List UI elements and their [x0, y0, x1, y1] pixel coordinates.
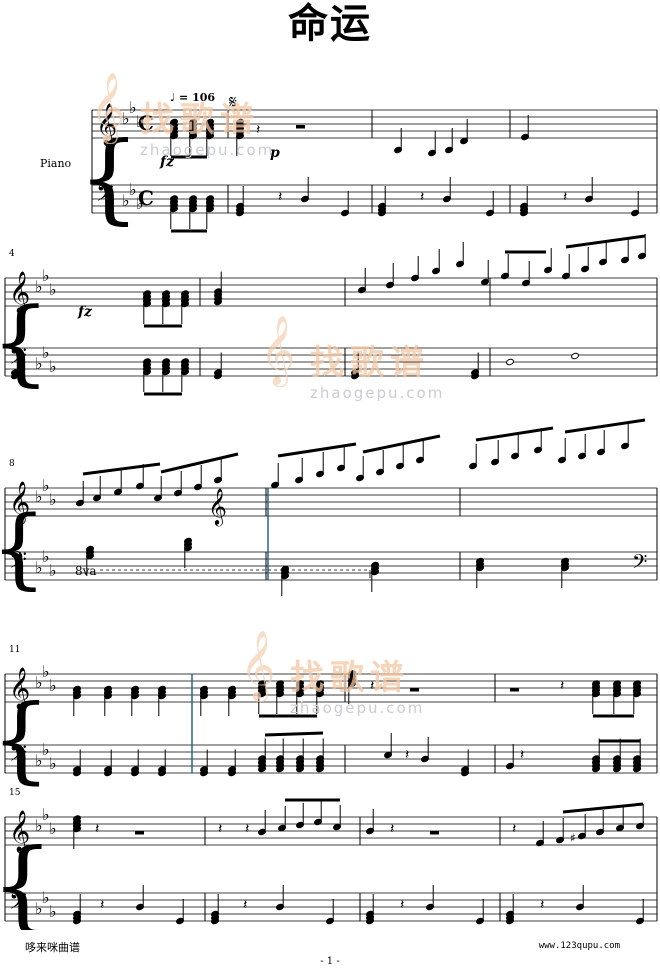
flat-accidental: ♭: [35, 751, 43, 770]
treble-clef-icon: 𝄞: [208, 487, 227, 526]
flat-accidental: ♭: [42, 343, 50, 362]
beam: [475, 426, 554, 442]
flat-accidental: ♭: [42, 547, 50, 566]
half-rest: [410, 688, 419, 692]
flat-accidental: ♭: [122, 191, 130, 210]
brace-symbol: {: [78, 121, 140, 235]
beam: [160, 452, 239, 474]
flat-accidental: ♭: [49, 819, 57, 838]
treble-clef-icon: 𝄞: [9, 271, 30, 314]
time-signature: C: [138, 186, 154, 210]
rest-symbol: 𝄽: [512, 821, 516, 837]
flat-accidental: ♭: [42, 662, 50, 681]
flat-accidental: ♭: [42, 266, 50, 285]
rest-symbol: 𝄽: [420, 189, 424, 205]
bass-clef-icon: 𝄢: [96, 179, 114, 212]
flat-accidental: ♭: [35, 354, 43, 373]
bass-clef-icon: 𝄢: [632, 550, 647, 578]
flat-accidental: ♭: [129, 98, 137, 117]
measure-number: 15: [9, 788, 21, 798]
flat-accidental: ♭: [49, 754, 57, 773]
rest-symbol: 𝄽: [100, 897, 104, 913]
half-rest: [430, 831, 439, 835]
flat-accidental: ♭: [136, 194, 144, 213]
flat-accidental: ♭: [35, 899, 43, 918]
beam: [562, 802, 644, 814]
dynamic-marking: fz: [77, 304, 93, 320]
note-head: [571, 352, 579, 360]
rest-symbol: 𝄽: [370, 678, 374, 694]
flat-accidental: ♭: [42, 805, 50, 824]
flat-accidental: ♭: [49, 357, 57, 376]
measure-number: 4: [9, 249, 15, 259]
flat-accidental: ♭: [122, 109, 130, 128]
note-head: [506, 358, 514, 366]
flat-accidental: ♭: [42, 740, 50, 759]
brace-symbol: {: [0, 685, 51, 794]
bass-clef-icon: 𝄢: [9, 546, 27, 579]
beam: [362, 434, 441, 454]
bass-clef-icon: 𝄢: [9, 887, 27, 920]
footer-url: www.123qupu.com: [538, 941, 620, 951]
time-signature: C: [138, 111, 154, 135]
flat-accidental: ♭: [35, 558, 43, 577]
flat-accidental: ♭: [49, 280, 57, 299]
flat-accidental: ♭: [35, 816, 43, 835]
flat-accidental: ♭: [49, 561, 57, 580]
treble-clef-icon: 𝄞: [96, 103, 117, 146]
half-rest: [510, 688, 519, 692]
flat-accidental: ♭: [35, 277, 43, 296]
tempo-marking: ♩ = 106: [170, 91, 215, 104]
rest-symbol: 𝄽: [520, 747, 524, 763]
beam: [82, 462, 161, 476]
rest-symbol: 𝄽: [563, 189, 567, 205]
measure-number: 8: [9, 459, 15, 469]
flat-accidental: ♭: [49, 490, 57, 509]
rest-symbol: 𝄽: [245, 821, 249, 837]
rest-symbol: 𝄽: [405, 747, 409, 763]
flat-accidental: ♭: [35, 487, 43, 506]
footer-source: 哆来咪曲谱: [25, 941, 80, 954]
rest-symbol: 𝄽: [218, 821, 222, 837]
treble-clef-icon: 𝄞: [9, 667, 30, 710]
flat-accidental: ♭: [42, 888, 50, 907]
ottava-marking: 8va: [75, 564, 97, 578]
brace-symbol: {: [0, 288, 50, 396]
instrument-label: Piano: [40, 157, 72, 170]
score-title: 命运: [288, 1, 372, 47]
rest-symbol: 𝄽: [278, 189, 282, 205]
segno-icon: 𝄋: [229, 92, 237, 113]
flat-accidental: ♭: [129, 180, 137, 199]
measure-number: 11: [9, 645, 20, 655]
treble-clef-icon: 𝄞: [9, 810, 30, 853]
sharp-accidental: ♯: [570, 831, 576, 845]
rest-symbol: 𝄽: [540, 897, 544, 913]
beam: [564, 418, 646, 434]
half-rest: [296, 125, 305, 129]
rest-symbol: 𝄽: [400, 897, 404, 913]
bass-clef-icon: 𝄢: [9, 739, 27, 772]
score-svg: {𝄞𝄢♭♭♭♭♭♭{𝄞𝄢♭♭♭♭♭♭4{𝄞𝄢♭♭♭♭♭♭8{𝄞𝄢♭♭♭♭♭♭11…: [0, 91, 658, 930]
flat-accidental: ♭: [49, 902, 57, 921]
rest-symbol: 𝄽: [95, 821, 99, 837]
half-rest: [135, 831, 144, 835]
flat-accidental: ♭: [42, 476, 50, 495]
flat-accidental: ♭: [49, 676, 57, 695]
rest-symbol: 𝄽: [560, 678, 564, 694]
beam: [277, 442, 357, 458]
dynamic-marking: p: [270, 145, 280, 161]
flat-accidental: ♭: [35, 673, 43, 692]
brace-symbol: {: [0, 497, 47, 599]
page-number: - 1 -: [320, 956, 340, 967]
brace-symbol: {: [0, 828, 54, 930]
rest-symbol: 𝄽: [390, 821, 394, 837]
beam: [264, 731, 324, 737]
beam: [565, 234, 646, 249]
flat-accidental: ♭: [136, 112, 144, 131]
rest-symbol: 𝄽: [243, 897, 247, 913]
treble-clef-icon: 𝄞: [9, 481, 30, 524]
rest-symbol: 𝄽: [256, 122, 260, 138]
